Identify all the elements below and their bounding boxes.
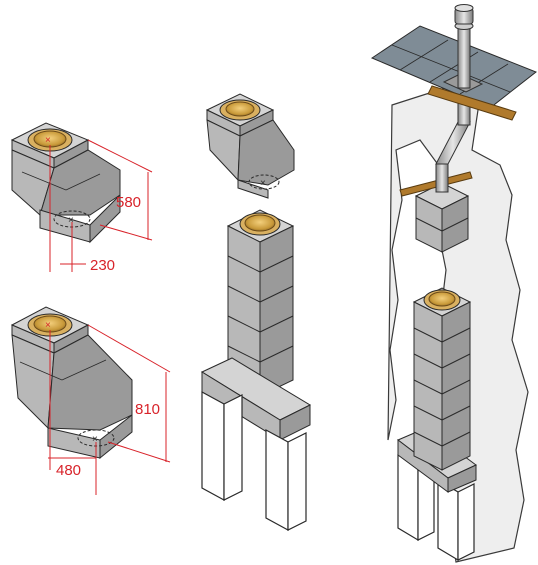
dimension-480-label: 480 [56,462,81,479]
support-legs-middle [201,390,307,532]
support-legs-right [397,453,475,562]
chimney-block-column-installed [412,287,472,471]
dimension-lines-short [49,139,153,272]
top-block-installed [414,182,470,253]
dimension-810-label: 810 [135,401,160,418]
timber-beam-roof [427,85,517,121]
dimension-230-label: 230 [90,257,115,274]
flashing-and-terminal [442,4,484,93]
svg-text:×: × [260,178,266,189]
dimension-580-label: 580 [116,194,141,211]
svg-text:×: × [68,215,74,226]
svg-text:×: × [45,135,51,146]
offset-block-short: × × [10,122,121,244]
offset-block-long: × × [10,306,133,460]
chimney-block-column [226,209,295,397]
svg-text:×: × [92,434,98,445]
dimension-lines-long [48,324,171,495]
svg-text:×: × [45,320,51,331]
offset-block-exploded: × [205,93,295,199]
